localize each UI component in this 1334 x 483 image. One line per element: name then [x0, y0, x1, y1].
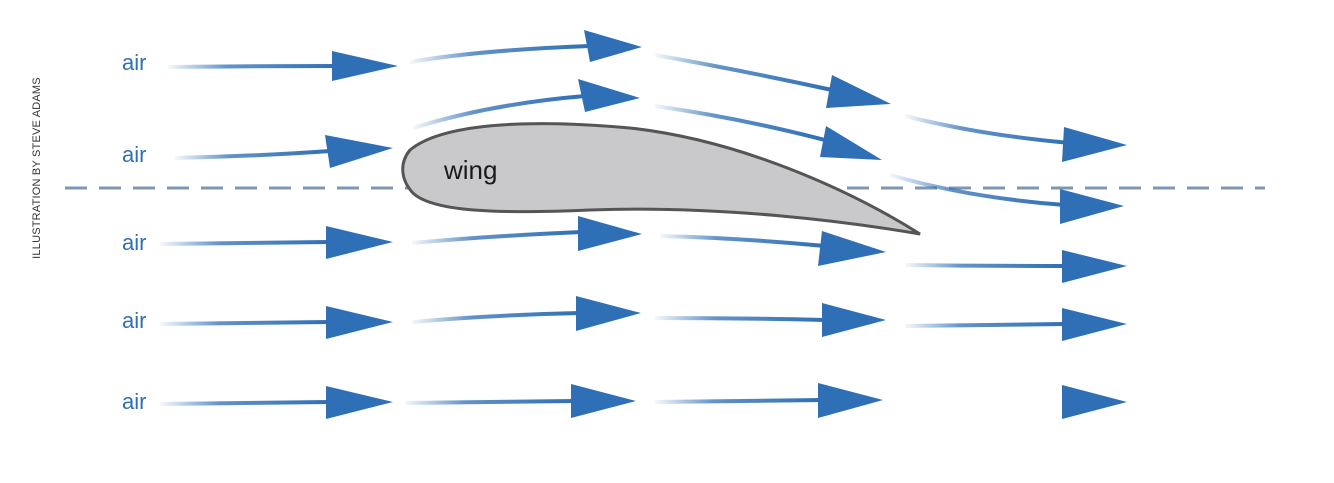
arrowhead	[326, 226, 393, 259]
arrowhead	[576, 296, 641, 331]
illustration-credit: ILLUSTRATION BY STEVE ADAMS	[31, 77, 43, 259]
flow-arrow	[174, 149, 331, 160]
arrowhead	[1062, 308, 1127, 341]
arrowhead	[1062, 127, 1127, 162]
arrowhead	[578, 216, 642, 251]
flow-arrow	[654, 104, 826, 142]
arrowhead	[1062, 250, 1127, 283]
airflow-row-3	[159, 216, 1127, 283]
flow-arrow	[159, 320, 331, 326]
flow-arrow	[904, 263, 1066, 268]
arrowhead	[578, 79, 640, 112]
flow-arrow	[654, 316, 826, 322]
arrowhead	[818, 383, 883, 418]
airflow-row-5	[159, 383, 1127, 419]
arrowhead	[326, 386, 393, 419]
flow-arrow	[904, 322, 1066, 328]
air-label: air	[122, 142, 147, 167]
arrowhead	[1062, 385, 1127, 419]
arrowhead	[826, 75, 891, 108]
air-label: air	[122, 230, 147, 255]
flow-arrow	[411, 311, 581, 324]
airflow-row-2	[174, 79, 1124, 224]
arrowhead	[332, 51, 398, 81]
airflow-row-1	[167, 30, 1127, 162]
arrowhead	[820, 126, 882, 160]
flow-arrow	[411, 230, 583, 245]
air-label: air	[122, 389, 147, 414]
wing-label: wing	[444, 155, 498, 185]
airflow-row-4	[159, 296, 1127, 341]
flow-arrow	[654, 53, 833, 92]
flow-arrow	[409, 44, 591, 64]
flow-arrow	[904, 114, 1071, 145]
arrowhead	[818, 231, 886, 266]
flow-arrow	[412, 94, 586, 130]
arrowhead	[584, 30, 642, 62]
arrowhead	[326, 306, 393, 339]
arrowhead	[1060, 189, 1124, 224]
flow-arrow	[889, 173, 1066, 207]
air-label: air	[122, 308, 147, 333]
air-label: air	[122, 50, 147, 75]
flow-arrow	[404, 399, 576, 405]
wing-shape	[401, 122, 921, 236]
flow-arrow	[167, 64, 339, 69]
flow-arrow	[659, 234, 826, 248]
arrowhead	[571, 384, 636, 418]
arrowhead	[822, 303, 886, 337]
flow-arrow	[159, 400, 331, 406]
flow-arrow	[159, 240, 331, 246]
arrowhead	[325, 135, 393, 168]
flow-arrow	[654, 398, 823, 404]
